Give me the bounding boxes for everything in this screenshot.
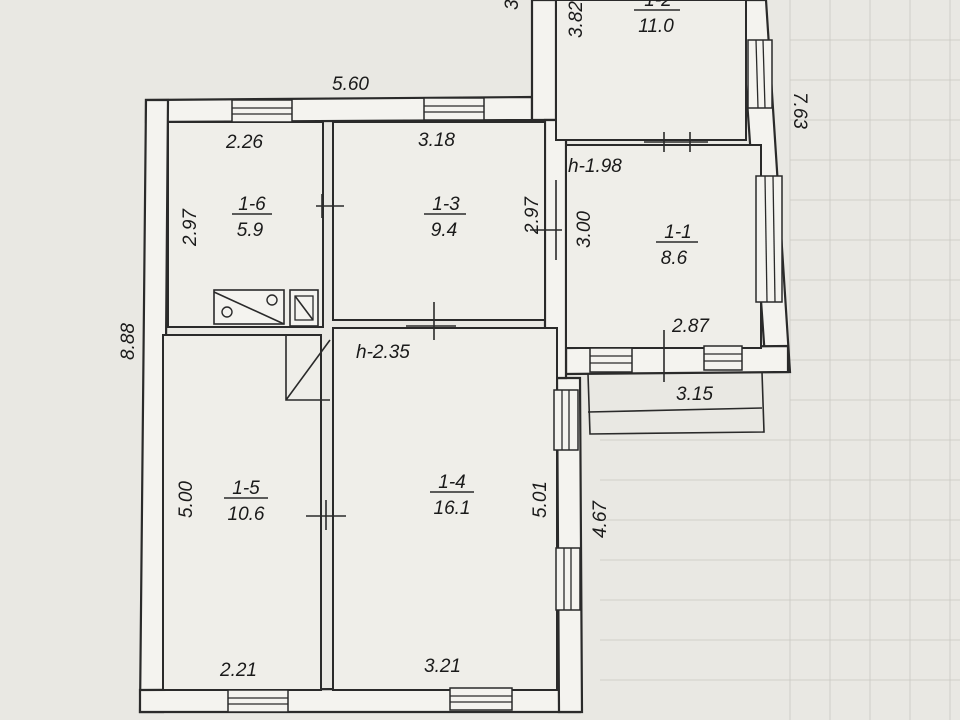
room-1-5-area: 10.6 bbox=[228, 504, 265, 525]
room-1-4-id: 1-4 bbox=[438, 472, 465, 493]
window bbox=[423, 97, 485, 121]
dim-room-1-3-width: 3.18 bbox=[418, 130, 455, 151]
room-1-2-area: 11.0 bbox=[638, 16, 674, 37]
window bbox=[755, 175, 783, 303]
room-1-3-id: 1-3 bbox=[432, 194, 460, 215]
window bbox=[231, 99, 293, 123]
doors bbox=[306, 132, 708, 530]
dim-left-overall: 8.88 bbox=[118, 323, 139, 360]
dim-room-1-1-width: 2.87 bbox=[671, 316, 710, 337]
stove bbox=[213, 289, 319, 327]
dim-room-1-1-outer: 3.15 bbox=[676, 384, 713, 405]
dim-top-overall: 5.60 bbox=[332, 74, 369, 95]
room-1-6-id: 1-6 bbox=[238, 194, 266, 215]
dim-top-cut-right: 3.82 bbox=[566, 1, 587, 38]
dim-room-1-5-width: 2.21 bbox=[219, 660, 257, 681]
dim-top-cut-left: 3. bbox=[502, 0, 523, 10]
dim-room-1-1-height: 3.00 bbox=[574, 211, 595, 248]
windows bbox=[227, 39, 783, 713]
room-1-4-area: 16.1 bbox=[434, 498, 471, 519]
ceiling-height-right: h-1.98 bbox=[568, 156, 622, 177]
room-1-5-id: 1-5 bbox=[232, 478, 260, 499]
window bbox=[449, 687, 513, 711]
window bbox=[589, 347, 633, 373]
dim-right-lower: 4.67 bbox=[590, 500, 611, 538]
dim-room-1-5-height: 5.00 bbox=[176, 481, 197, 518]
dim-room-1-3-height: 2.97 bbox=[522, 196, 543, 235]
room-1-1-id: 1-1 bbox=[664, 222, 691, 243]
dim-room-1-4-width: 3.21 bbox=[424, 656, 461, 677]
dim-room-1-6-width: 2.26 bbox=[225, 132, 263, 153]
room-1-3-area: 9.4 bbox=[431, 220, 457, 241]
room-1-2-id: 1-2 bbox=[644, 0, 672, 11]
window bbox=[227, 689, 289, 713]
window bbox=[553, 389, 579, 451]
grid-paper bbox=[600, 0, 960, 720]
dim-room-1-6-height: 2.97 bbox=[180, 208, 201, 247]
window bbox=[555, 547, 581, 611]
room-1-1-area: 8.6 bbox=[661, 248, 688, 269]
ceiling-height-left: h-2.35 bbox=[356, 342, 410, 363]
dim-room-1-4-height: 5.01 bbox=[530, 481, 551, 518]
window bbox=[703, 345, 743, 371]
room-1-6-area: 5.9 bbox=[237, 220, 264, 241]
dim-right-overall: 7.63 bbox=[789, 92, 810, 129]
window bbox=[747, 39, 773, 109]
room-labels: 1-6 5.9 1-3 9.4 1-1 8.6 1-2 11.0 1-5 10.… bbox=[224, 0, 698, 525]
dimension-labels: 5.60 8.88 7.63 4.67 3. 3.82 2.26 2.97 3.… bbox=[118, 0, 810, 681]
